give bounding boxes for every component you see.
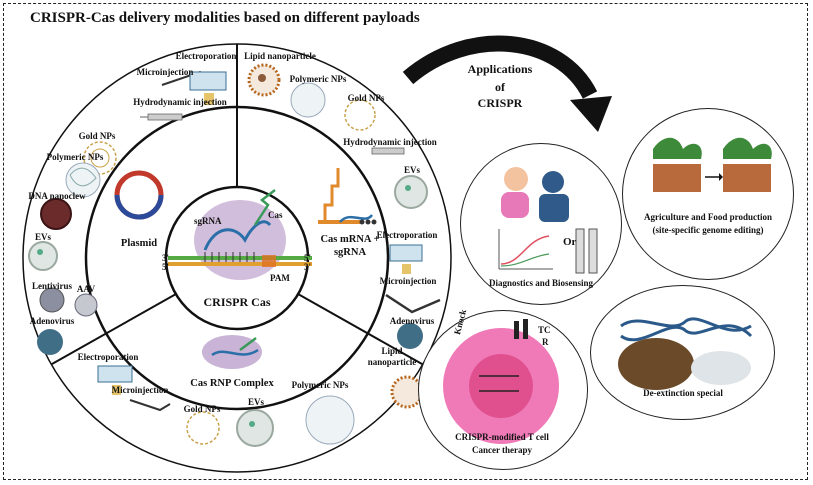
center-label: CRISPR Cas bbox=[203, 295, 271, 309]
plasmid-method-microinjection: Microinjection bbox=[136, 67, 194, 77]
tcell-label-2: Cancer therapy bbox=[471, 445, 533, 455]
mrna-label-1: Cas mRNA + bbox=[320, 234, 380, 245]
mrna-icon bbox=[318, 168, 377, 225]
rnp-method-microinjection: Microinjection bbox=[111, 385, 169, 395]
applications-header-2: of bbox=[495, 80, 505, 94]
diagnostics-circle bbox=[460, 143, 622, 305]
pam-label: PAM bbox=[270, 273, 290, 283]
applications-arrow bbox=[402, 35, 598, 99]
ev-icon-3 bbox=[236, 409, 274, 447]
ev-icon-1 bbox=[28, 241, 58, 271]
ev-icon-2 bbox=[394, 175, 428, 209]
adenovirus-icon-1 bbox=[37, 329, 63, 355]
rnp-method-polymeric-nps: Polymeric NPs bbox=[291, 380, 349, 390]
tc-label: TC bbox=[538, 325, 551, 335]
divider-left bbox=[51, 293, 177, 365]
gold-np-icon-1 bbox=[83, 141, 117, 175]
dna-nanoclew-icon bbox=[40, 198, 72, 230]
microinjection-icon-2 bbox=[385, 293, 441, 314]
adenovirus-icon-2 bbox=[397, 323, 423, 349]
diagnostics-or: Or bbox=[563, 236, 577, 248]
sgRNA-strand bbox=[203, 220, 272, 251]
sgRNA-label: sgRNA bbox=[194, 216, 222, 226]
pam-box bbox=[262, 255, 276, 267]
mrna-method-evs: EVs bbox=[403, 165, 421, 175]
electroporation-icon-2 bbox=[389, 244, 423, 274]
plasmid-method-lentivirus: Lentivirus bbox=[31, 281, 73, 291]
rnp-method-evs: EVs bbox=[247, 397, 265, 407]
deextinction-art bbox=[618, 317, 753, 390]
applications-header-3: CRISPR bbox=[477, 96, 523, 110]
plasmid-method-dna-nanoclew: DNA nanoclew bbox=[28, 191, 86, 201]
hydrodynamic-injection-icon-2 bbox=[371, 147, 405, 155]
outer-dashed-frame bbox=[3, 3, 808, 480]
rnp-method-lipid-2: nanoparticle bbox=[367, 357, 417, 367]
plasmid-method-evs: EVs bbox=[34, 232, 52, 242]
lentivirus-icon bbox=[39, 287, 65, 313]
lipid-np-icon-1 bbox=[247, 63, 281, 97]
r-label: R bbox=[542, 337, 549, 347]
polymeric-np-icon-3 bbox=[305, 395, 355, 445]
plasmid-label: Plasmid bbox=[120, 238, 158, 249]
rnp-method-electroporation: Electroporation bbox=[77, 352, 139, 362]
mrna-method-gold-nps: Gold NPs bbox=[347, 93, 385, 103]
gold-np-icon-2 bbox=[344, 99, 376, 131]
tcell-art bbox=[443, 319, 559, 444]
diagnostics-art bbox=[498, 167, 598, 274]
prime5-left: 5' bbox=[162, 262, 170, 272]
prime3-left: 3' bbox=[162, 253, 170, 263]
rnp-method-lipid-1: Lipid bbox=[381, 346, 403, 356]
tcell-circle bbox=[418, 310, 588, 470]
mrna-method-hydrodynamic: Hydrodynamic injection bbox=[343, 137, 437, 147]
gold-np-icon-3 bbox=[186, 411, 220, 445]
mrna-method-adenovirus: Adenovirus bbox=[389, 316, 435, 326]
mrna-method-polymeric-nps: Polymeric NPs bbox=[289, 74, 347, 84]
rnp-label: Cas RNP Complex bbox=[190, 378, 274, 389]
microinjection-icon-3 bbox=[129, 399, 171, 412]
diagnostics-label: Diagnostics and Biosensing bbox=[488, 278, 594, 288]
plasmid-method-aav: AAV bbox=[76, 284, 96, 294]
figure-title: CRISPR-Cas delivery modalities based on … bbox=[30, 10, 420, 26]
agriculture-circle bbox=[622, 108, 794, 280]
polymeric-np-icon-2 bbox=[290, 82, 326, 118]
cas-label: Cas bbox=[268, 210, 283, 220]
dna-rungs bbox=[204, 252, 255, 262]
aav-icon bbox=[74, 293, 98, 317]
mrna-label-2: sgRNA bbox=[333, 247, 367, 258]
mrna-method-electroporation: Electroporation bbox=[376, 230, 438, 240]
tcell-label-1: CRISPR-modified T cell bbox=[455, 432, 549, 442]
prime3-right: 3' bbox=[304, 262, 312, 272]
plasmid-method-electroporation: Electroporation bbox=[175, 51, 237, 61]
plasmid-method-adenovirus: Adenovirus bbox=[29, 316, 75, 326]
deextinction-label: De-extinction special bbox=[643, 388, 723, 398]
agriculture-label-1: Agriculture and Food production bbox=[644, 212, 772, 222]
agriculture-art bbox=[653, 137, 772, 192]
electroporation-icon-1 bbox=[189, 71, 227, 105]
plasmid-method-hydrodynamic: Hydrodynamic injection bbox=[133, 97, 227, 107]
deextinction-circle bbox=[590, 285, 775, 420]
mrna-method-microinjection: Microinjection bbox=[379, 276, 437, 286]
plasmid-method-gold-nps: Gold NPs bbox=[78, 131, 116, 141]
polymeric-np-icon-1 bbox=[65, 162, 101, 198]
divider-right bbox=[297, 293, 423, 365]
electroporation-icon-3 bbox=[97, 365, 133, 395]
hydrodynamic-injection-icon-1 bbox=[140, 113, 183, 121]
applications-header-1: Applications bbox=[467, 62, 533, 76]
rnp-method-gold-nps: Gold NPs bbox=[183, 404, 221, 414]
mrna-method-lipid-np: Lipid nanoparticle bbox=[244, 51, 316, 61]
prime5-right: 5' bbox=[304, 253, 312, 263]
plasmid-method-polymeric-nps: Polymeric NPs bbox=[46, 152, 104, 162]
agriculture-label-2: (site-specific genome editing) bbox=[652, 225, 764, 235]
